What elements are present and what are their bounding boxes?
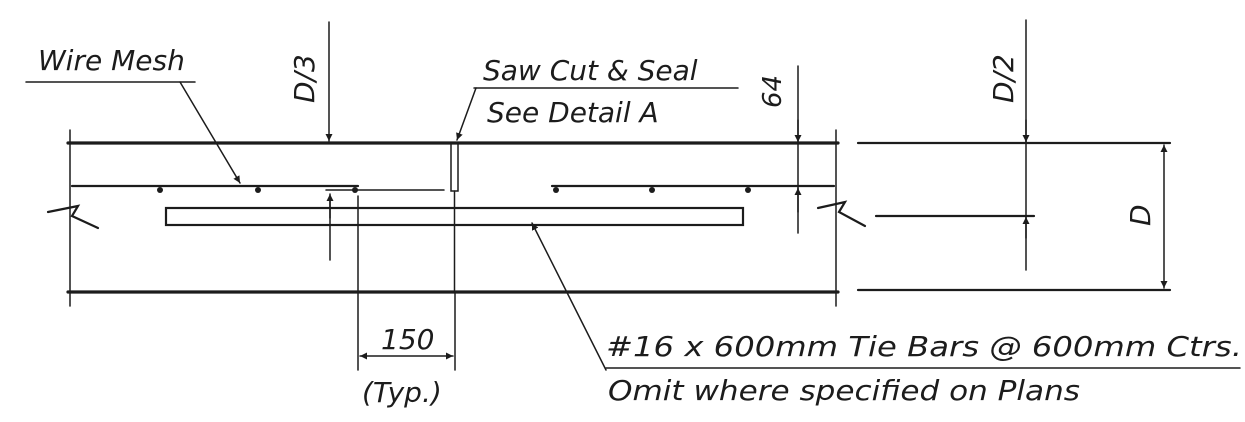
saw-cut-label: Saw Cut & Seal — [483, 54, 698, 87]
d-third-label: D/3 — [288, 54, 321, 103]
tie-bars-label: #16 x 600mm Tie Bars @ 600mm Ctrs. — [606, 330, 1242, 363]
dim-150: 150 (Typ.) — [357, 195, 456, 409]
wire-mesh-label: Wire Mesh — [38, 44, 185, 77]
dim-150-label: 150 — [381, 323, 434, 356]
wire-mesh-dot — [157, 187, 163, 193]
break-line-left — [46, 204, 100, 230]
wire-mesh-dot — [745, 187, 751, 193]
tie-bar-leader — [531, 222, 607, 371]
wire-mesh-dot — [553, 187, 559, 193]
dim-64-label: 64 — [758, 75, 788, 108]
saw-cut-leader — [456, 87, 477, 141]
see-detail-label: See Detail A — [487, 96, 659, 129]
omit-label: Omit where specified on Plans — [608, 374, 1080, 407]
saw-cut-joint — [450, 142, 459, 293]
wire-mesh-dot — [352, 187, 358, 193]
typ-label: (Typ.) — [362, 376, 442, 409]
break-line-right — [816, 200, 867, 228]
wire-mesh-leader — [179, 81, 241, 184]
saw-cut-groove — [450, 142, 459, 192]
d-label: D — [1124, 204, 1157, 226]
depth-diagram: D/2 D — [856, 19, 1172, 292]
d-half-label: D/2 — [987, 54, 1020, 103]
wire-mesh — [70, 184, 836, 193]
wire-mesh-dot — [255, 187, 261, 193]
wire-mesh-dot — [649, 187, 655, 193]
